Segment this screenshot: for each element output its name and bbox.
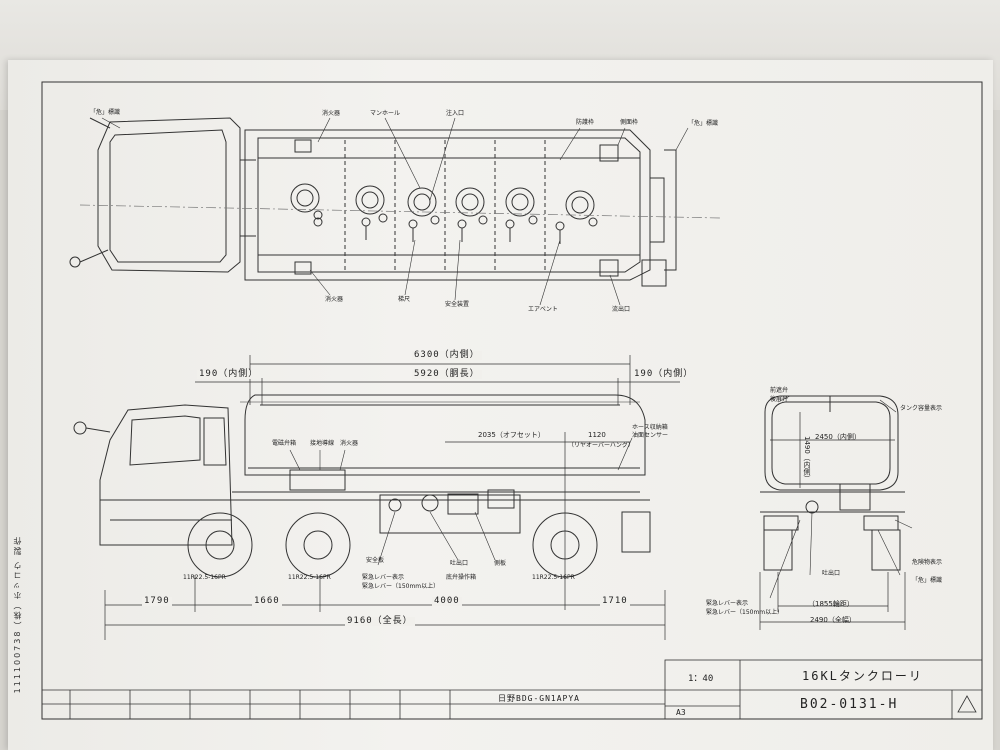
rear-front-guard-label: 前遮弁	[770, 387, 789, 394]
top-inlet-label: 注入口	[446, 110, 465, 117]
side-hose-reel-label: ホース収納箱	[632, 424, 668, 431]
dim-overall-length: 9160（全長）	[345, 616, 415, 626]
top-air-vent-label: エアベント	[528, 306, 558, 313]
top-extinguisher-bottom-label: 消火器	[325, 296, 344, 303]
rear-emergency-lever-label: 緊急レバー表示	[706, 600, 749, 607]
top-view	[69, 117, 721, 306]
side-level-sensor-label: 油面センサー	[632, 432, 669, 439]
top-guard-rail-label: 防護枠	[576, 119, 595, 126]
rear-dim-tank-height: 1490（内側）	[803, 436, 811, 482]
drawing-number: B02-0131-H	[800, 697, 899, 712]
rear-emergency-lever-len-label: 緊急レバー（150mm以上）	[706, 609, 784, 616]
tire-mid-label: 11R22.5-16PR	[288, 574, 331, 581]
drawing-border	[41, 81, 983, 720]
rear-hazard-display-label: 危険物表示	[912, 559, 943, 566]
side-view	[73, 355, 680, 640]
side-bottom-valve-label: 側板	[494, 560, 507, 567]
top-safety-valve-label: 安全装置	[445, 301, 470, 308]
dim-tank-length: 5920（胴長）	[412, 369, 482, 379]
drawing-scale: 1：40	[688, 674, 714, 684]
rear-hazard-sign-label: 「危」標識	[912, 577, 943, 584]
top-side-rail-label: 側面枠	[620, 119, 639, 126]
dim-wheelbase-2: 4000	[432, 596, 462, 606]
rear-dim-track: （1855輪距）	[808, 600, 854, 608]
side-outlet-cover-label: 底弁操作箱	[446, 574, 477, 581]
dim-rear-inner: 190（内側）	[632, 369, 696, 379]
top-hazard-front-label: 「危」標識	[90, 109, 121, 116]
side-emergency-lever-label: 緊急レバー表示	[362, 574, 405, 581]
drawing-title: 16KLタンクローリ	[802, 669, 923, 683]
rear-tank-capacity-label: タンク容量表示	[900, 405, 943, 412]
rear-rear-guard-label: 後屏弁	[770, 396, 789, 403]
rear-outlet-label: 吐出口	[822, 570, 841, 577]
vehicle-model: 日野BDG-GN1APYA	[498, 694, 580, 703]
side-outlet-label: 吐出口	[450, 560, 469, 567]
top-outlet-label: 流出口	[612, 306, 631, 313]
dim-rear: 1710	[600, 596, 630, 606]
rear-dim-tank-width: 2450（内側）	[815, 433, 861, 441]
rear-dim-overall-width: 2490（全幅）	[810, 616, 856, 624]
dim-offset: 2035（オフセット）	[478, 431, 545, 439]
side-note: 111100738（株）ホッコウ 製作	[13, 535, 22, 694]
rear-overhang-label: （リヤオーバーハング）	[568, 442, 634, 449]
top-manhole-label: マンホール	[370, 110, 401, 117]
dim-wheelbase-1: 1660	[252, 596, 282, 606]
dim-front-inner: 190（内側）	[197, 369, 261, 379]
title-block	[42, 659, 983, 720]
side-hose-box-label: 接地導線	[310, 440, 335, 447]
dim-rear-overhang: 1120	[588, 431, 606, 439]
dim-front-overhang: 1790	[142, 596, 172, 606]
top-hazard-rear-label: 「危」標識	[688, 120, 719, 127]
side-safety-device-label: 安全板	[366, 557, 385, 564]
tire-rear-label: 11R22.5-16PR	[532, 574, 575, 581]
side-extinguisher-label: 消火器	[340, 440, 359, 447]
dim-inner-total: 6300（内側）	[412, 350, 482, 360]
tire-front-label: 11R22.5-16PR	[183, 574, 226, 581]
sheet-size: A3	[676, 708, 686, 717]
top-extinguisher-label: 消火器	[322, 110, 341, 117]
side-emergency-lever-len-label: 緊急レバー（150mm以上）	[362, 583, 440, 590]
top-ladder-label: 梯尺	[398, 296, 411, 303]
side-static-ground-label: 電磁弁箱	[272, 440, 297, 447]
rear-view	[759, 395, 913, 630]
